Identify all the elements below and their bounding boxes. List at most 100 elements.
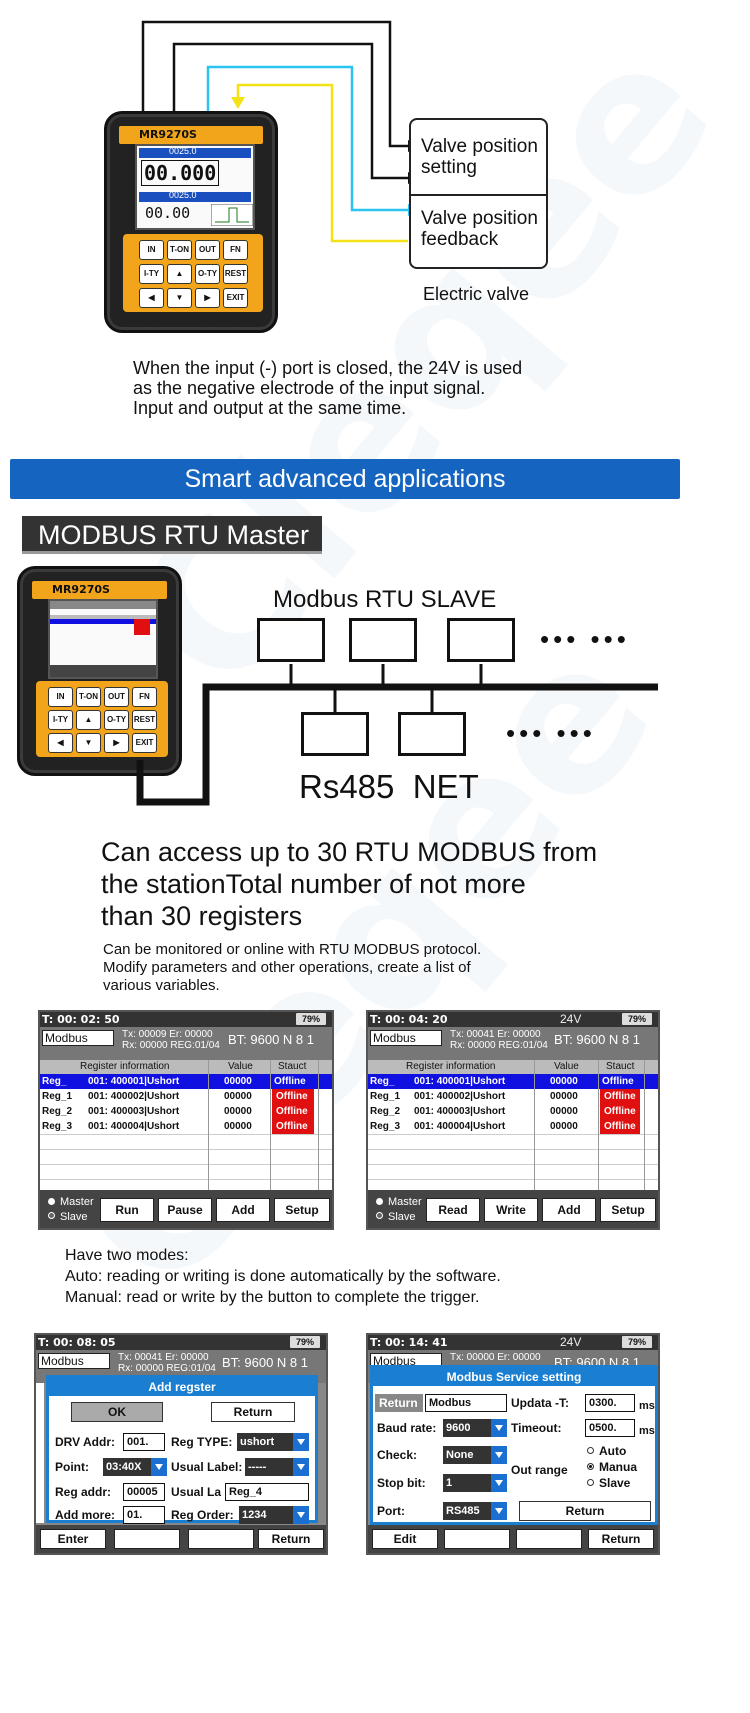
- key-in[interactable]: IN: [139, 240, 164, 260]
- port-dropdown[interactable]: RS485: [443, 1502, 507, 1520]
- table-row[interactable]: Reg_3 001: 400004|Ushort 00000 Offline: [40, 1119, 332, 1134]
- table-row[interactable]: Reg_3 001: 400004|Ushort 00000 Offline: [368, 1119, 658, 1134]
- key-up[interactable]: ▲: [76, 710, 101, 730]
- mode-field[interactable]: Modbus: [38, 1353, 110, 1369]
- voltage-indicator: 24V: [560, 1335, 582, 1349]
- battery-indicator: 79%: [290, 1336, 320, 1348]
- key-left[interactable]: ◀: [139, 288, 164, 308]
- radio-auto-label: Auto: [599, 1444, 627, 1458]
- key-exit[interactable]: EXIT: [223, 288, 248, 308]
- blank-button[interactable]: [444, 1529, 510, 1549]
- mode-field[interactable]: Modbus: [370, 1030, 442, 1046]
- key-down[interactable]: ▼: [167, 288, 192, 308]
- radio-auto[interactable]: [587, 1447, 594, 1454]
- valve-box: Valve position setting Valve position fe…: [409, 118, 548, 269]
- waveform-graph: [211, 204, 253, 226]
- blank-button[interactable]: [114, 1529, 180, 1549]
- chevron-down-icon: [293, 1506, 309, 1524]
- write-button[interactable]: Write: [484, 1198, 538, 1222]
- return-tab[interactable]: Return: [375, 1394, 423, 1412]
- check-dropdown[interactable]: None: [443, 1446, 507, 1464]
- drv-addr-field[interactable]: 001.: [123, 1433, 165, 1451]
- key-left[interactable]: ◀: [48, 733, 73, 753]
- key-t-on[interactable]: T-ON: [167, 240, 192, 260]
- blank-button[interactable]: [516, 1529, 582, 1549]
- ok-button[interactable]: OK: [71, 1402, 163, 1422]
- point-label: Point:: [55, 1460, 89, 1474]
- run-button[interactable]: Run: [100, 1198, 154, 1222]
- key-fn[interactable]: FN: [132, 687, 157, 707]
- edit-button[interactable]: Edit: [372, 1529, 438, 1549]
- add-button[interactable]: Add: [216, 1198, 270, 1222]
- reg-addr-label: Reg addr:: [55, 1485, 112, 1499]
- calibrator-device: MR9270S 0025.0 00.000 0025.0 00.00 IN T-…: [104, 111, 278, 333]
- key-out[interactable]: OUT: [195, 240, 220, 260]
- tx-counter: Tx: 00041 Er: 00000: [118, 1352, 209, 1363]
- baud-dropdown[interactable]: 9600: [443, 1419, 507, 1437]
- key-t-on[interactable]: T-ON: [76, 687, 101, 707]
- table-row[interactable]: Reg_2 001: 400003|Ushort 00000 Offline: [40, 1104, 332, 1119]
- voltage-indicator: 24V: [560, 1012, 582, 1026]
- radio-slave[interactable]: [587, 1479, 594, 1486]
- key-right[interactable]: ▶: [104, 733, 129, 753]
- key-right[interactable]: ▶: [195, 288, 220, 308]
- reg-type-dropdown[interactable]: ushort: [237, 1433, 309, 1451]
- key-rest[interactable]: REST: [132, 710, 157, 730]
- calibrator-device-2: MR9270S IN T-ON OUT FN I-TY ▲ O-TY REST …: [17, 566, 182, 776]
- return-button[interactable]: Return: [211, 1402, 295, 1422]
- usual-label-dropdown[interactable]: -----: [245, 1458, 309, 1476]
- read-button[interactable]: Read: [426, 1198, 480, 1222]
- screen-value-bottom: 00.00: [145, 204, 191, 222]
- table-row[interactable]: Reg_ 001: 400001|Ushort 00000 Offline: [40, 1074, 332, 1089]
- key-o-ty[interactable]: O-TY: [104, 710, 129, 730]
- battery-indicator: 79%: [622, 1013, 652, 1025]
- radio-master[interactable]: [376, 1198, 383, 1205]
- key-in[interactable]: IN: [48, 687, 73, 707]
- table-row[interactable]: Reg_2 001: 400003|Ushort 00000 Offline: [368, 1104, 658, 1119]
- modes-line-2: Auto: reading or writing is done automat…: [65, 1268, 501, 1285]
- add-more-field[interactable]: 01.: [123, 1506, 165, 1524]
- update-label: Updata -T:: [511, 1396, 569, 1410]
- chevron-down-icon: [491, 1474, 507, 1492]
- add-button[interactable]: Add: [542, 1198, 596, 1222]
- device-screen: 0025.0 00.000 0025.0 00.00: [135, 144, 255, 230]
- mode-field[interactable]: Modbus: [42, 1030, 114, 1046]
- key-fn[interactable]: FN: [223, 240, 248, 260]
- setup-button[interactable]: Setup: [274, 1198, 330, 1222]
- pause-button[interactable]: Pause: [158, 1198, 212, 1222]
- return-button[interactable]: Return: [588, 1529, 654, 1549]
- radio-slave[interactable]: [48, 1212, 55, 1219]
- key-down[interactable]: ▼: [76, 733, 101, 753]
- reg-order-dropdown[interactable]: 1234: [239, 1506, 309, 1524]
- return-button[interactable]: Return: [519, 1501, 651, 1521]
- radio-slave[interactable]: [376, 1212, 383, 1219]
- setup-button[interactable]: Setup: [600, 1198, 656, 1222]
- radio-manual[interactable]: [587, 1463, 594, 1470]
- key-o-ty[interactable]: O-TY: [195, 264, 220, 284]
- enter-button[interactable]: Enter: [40, 1529, 106, 1549]
- key-up[interactable]: ▲: [167, 264, 192, 284]
- rx-counter: Rx: 00000 REG:01/04: [118, 1363, 216, 1374]
- usual-la-field[interactable]: Reg_4: [225, 1483, 309, 1501]
- key-i-ty[interactable]: I-TY: [139, 264, 164, 284]
- point-dropdown[interactable]: 03:40X: [103, 1458, 167, 1476]
- section-banner: Smart advanced applications: [10, 459, 680, 499]
- table-row[interactable]: Reg_1 001: 400002|Ushort 00000 Offline: [40, 1089, 332, 1104]
- table-row[interactable]: Reg_ 001: 400001|Ushort 00000 Offline: [368, 1074, 658, 1089]
- table-row[interactable]: Reg_1 001: 400002|Ushort 00000 Offline: [368, 1089, 658, 1104]
- key-i-ty[interactable]: I-TY: [48, 710, 73, 730]
- key-rest[interactable]: REST: [223, 264, 248, 284]
- stop-bit-dropdown[interactable]: 1: [443, 1474, 507, 1492]
- key-out[interactable]: OUT: [104, 687, 129, 707]
- modbus-header: MODBUS RTU Master: [22, 516, 322, 554]
- return-button[interactable]: Return: [258, 1529, 324, 1549]
- name-field[interactable]: Modbus: [425, 1394, 507, 1412]
- timeout-field[interactable]: 0500.: [585, 1419, 635, 1437]
- button-bar: Edit Return: [368, 1525, 658, 1553]
- reg-addr-field[interactable]: 00005: [123, 1483, 165, 1501]
- key-exit[interactable]: EXIT: [132, 733, 157, 753]
- screen-value-top: 0025.0: [169, 146, 197, 156]
- update-field[interactable]: 0300.: [585, 1394, 635, 1412]
- radio-master[interactable]: [48, 1198, 55, 1205]
- blank-button[interactable]: [188, 1529, 254, 1549]
